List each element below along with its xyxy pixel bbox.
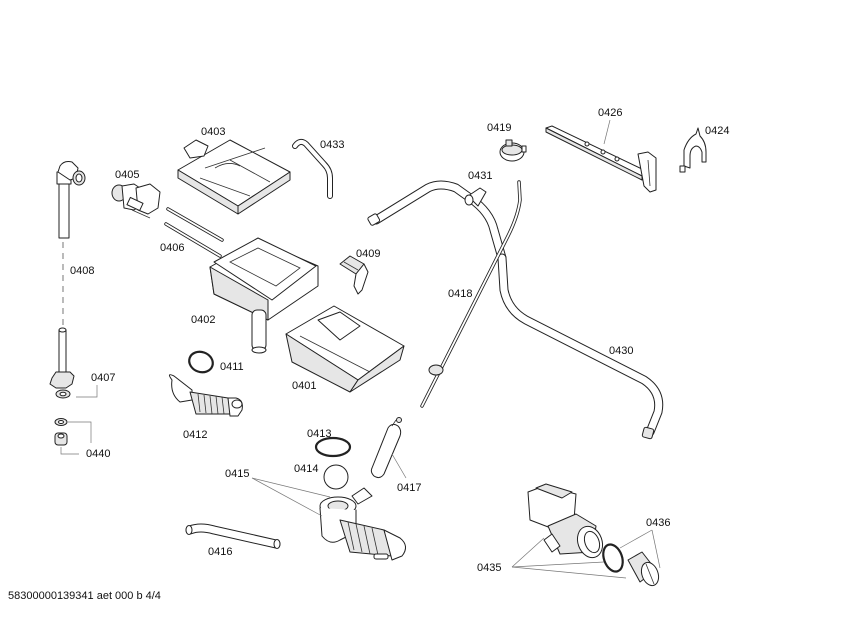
part-0401-detergent-drawer[interactable] — [285, 305, 405, 393]
leader-0440b — [60, 447, 79, 455]
part-0407-connector[interactable] — [49, 327, 75, 399]
label-0415[interactable]: 0415 — [225, 468, 249, 480]
leader-0417 — [391, 453, 407, 479]
label-0426[interactable]: 0426 — [598, 107, 622, 119]
label-0407[interactable]: 0407 — [91, 372, 115, 384]
leaders-0415 — [251, 477, 331, 517]
document-footer-code: 58300000139341 aet 000 b 4/4 — [8, 590, 161, 602]
leaders-0435 — [511, 537, 627, 579]
label-0411[interactable]: 0411 — [220, 361, 244, 373]
label-0406[interactable]: 0406 — [160, 242, 184, 254]
label-0408[interactable]: 0408 — [70, 265, 94, 277]
leader-0407 — [76, 385, 98, 398]
label-0431[interactable]: 0431 — [468, 170, 492, 182]
part-0414-ball[interactable] — [323, 464, 349, 490]
part-0402-dispenser-housing[interactable] — [209, 237, 319, 354]
part-0419-hose-clamp[interactable] — [499, 139, 527, 162]
label-0418[interactable]: 0418 — [448, 288, 472, 300]
label-0440[interactable]: 0440 — [86, 448, 110, 460]
part-0426-holding-rail[interactable] — [545, 119, 657, 193]
label-0412[interactable]: 0412 — [183, 429, 207, 441]
label-0430[interactable]: 0430 — [609, 345, 633, 357]
part-0408-inlet-elbow[interactable] — [56, 161, 86, 239]
label-0413[interactable]: 0413 — [307, 428, 331, 440]
part-0436-filter[interactable] — [627, 551, 662, 588]
part-0411-clamp-ring[interactable] — [186, 348, 215, 375]
part-0435-drain-pump[interactable] — [527, 483, 607, 561]
label-0416[interactable]: 0416 — [208, 546, 232, 558]
label-0436[interactable]: 0436 — [646, 517, 670, 529]
part-0436-seal[interactable] — [600, 542, 626, 574]
label-0401[interactable]: 0401 — [292, 380, 316, 392]
part-0412-bellows-hose[interactable] — [168, 374, 243, 417]
label-0435[interactable]: 0435 — [477, 562, 501, 574]
part-0415-sump-hose[interactable] — [319, 487, 406, 561]
part-0416-small-hose[interactable] — [185, 523, 281, 549]
part-0406-tubes[interactable] — [164, 207, 224, 258]
leader-0440 — [68, 421, 92, 443]
part-0403-dispenser-cover[interactable] — [177, 139, 291, 215]
part-0418-pressure-tube[interactable] — [420, 180, 522, 408]
label-0405[interactable]: 0405 — [115, 169, 139, 181]
part-0431-hose[interactable] — [367, 180, 507, 263]
leaders-0436 — [619, 529, 661, 569]
label-0403[interactable]: 0403 — [201, 126, 225, 138]
label-0402[interactable]: 0402 — [191, 314, 215, 326]
label-0409[interactable]: 0409 — [356, 248, 380, 260]
label-0414[interactable]: 0414 — [294, 463, 318, 475]
label-0424[interactable]: 0424 — [705, 125, 729, 137]
part-0413-seal-ring[interactable] — [314, 436, 352, 458]
part-0409-drawer-clip[interactable] — [339, 255, 369, 295]
part-0433-bent-tube[interactable] — [292, 138, 333, 199]
label-0417[interactable]: 0417 — [397, 482, 421, 494]
part-0405-inlet-valve[interactable] — [111, 183, 161, 219]
label-0419[interactable]: 0419 — [487, 122, 511, 134]
part-0430-drain-hose[interactable] — [497, 253, 664, 440]
part-0440-washer-nut[interactable] — [54, 418, 68, 446]
label-0433[interactable]: 0433 — [320, 139, 344, 151]
part-0417-sensor[interactable] — [370, 417, 402, 479]
part-0424-hose-holder[interactable] — [679, 127, 707, 173]
